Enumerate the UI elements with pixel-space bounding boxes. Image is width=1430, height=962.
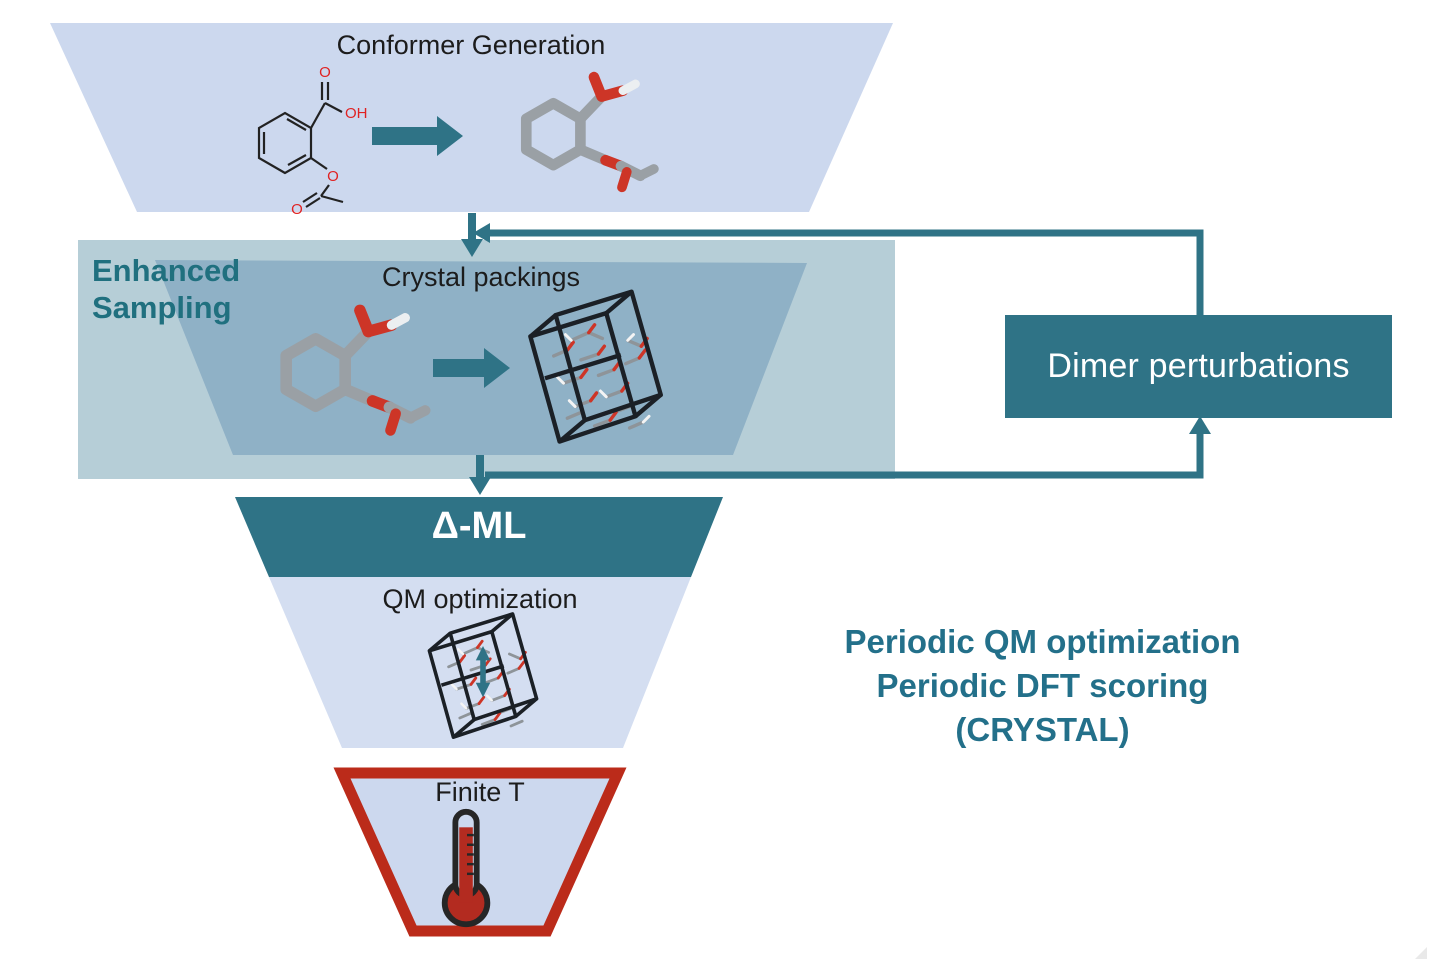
qm-crystal-cell-icon [427, 612, 539, 739]
qm-optimization-title: QM optimization [382, 584, 578, 614]
crystal-packings-title: Crystal packings [381, 262, 581, 292]
enhanced-sampling-label-line2: Sampling [92, 290, 232, 325]
enhanced-sampling-label-line1: Enhanced [92, 253, 241, 288]
enhanced-sampling-label: Enhanced Sampling [92, 252, 352, 326]
left-arrow-icon [473, 223, 490, 243]
conformer-generation-title: Conformer Generation [336, 30, 606, 60]
dimer-perturbations-box: Dimer perturbations [1005, 315, 1392, 418]
svg-text:O: O [327, 168, 339, 185]
up-arrow-icon [1189, 416, 1211, 434]
periodic-qm-note-line2: Periodic DFT scoring [876, 667, 1209, 704]
svg-text:O: O [319, 64, 331, 81]
finite-t-title: Finite T [435, 777, 525, 807]
periodic-qm-note-line3: (CRYSTAL) [955, 711, 1130, 748]
svg-text:OH: OH [345, 105, 368, 122]
dimer-perturbations-label: Dimer perturbations [1047, 347, 1350, 385]
down-arrow-icon [461, 213, 483, 257]
periodic-qm-note: Periodic QM optimization Periodic DFT sc… [790, 620, 1295, 752]
thermometer-icon [441, 808, 491, 928]
periodic-qm-note-line1: Periodic QM optimization [844, 623, 1241, 660]
right-arrow-icon [372, 116, 463, 156]
aspirin-2d-structure-icon: O OH O O [257, 64, 368, 215]
delta-ml-label: Δ-ML [431, 505, 527, 547]
aspirin-3d-conformer-icon [280, 304, 431, 436]
conformer-generation-trapezoid [50, 23, 893, 212]
corner-mark-icon [1415, 947, 1427, 959]
right-arrow-icon [433, 348, 510, 388]
crystal-packing-cell-icon [528, 289, 663, 444]
loop-connector [473, 223, 1204, 315]
delta-ml-band [235, 497, 723, 577]
aspirin-3d-conformer-icon [520, 71, 659, 193]
loop-connector [485, 416, 1211, 479]
finite-t-trapezoid [333, 767, 627, 937]
crystal-packings-trapezoid [155, 260, 807, 455]
svg-text:O: O [291, 201, 303, 215]
updown-arrow-icon [475, 646, 491, 698]
down-arrow-icon [469, 455, 491, 495]
